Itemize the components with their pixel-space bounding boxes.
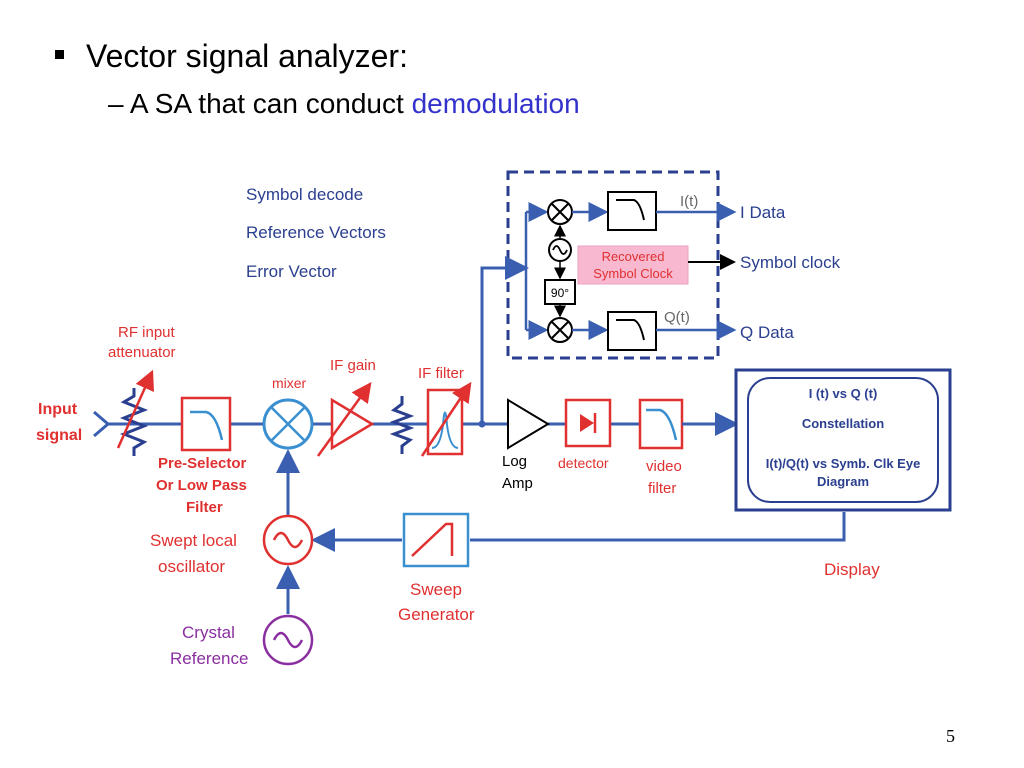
sweep-label-line1: Sweep (410, 580, 462, 599)
lowpass-curve-icon (190, 410, 224, 441)
local-osc-label-line1: Swept local (150, 531, 237, 550)
symbol-clock-label: Symbol clock (740, 253, 841, 272)
if-filter-resistor-icon (389, 396, 415, 454)
if-gain-variable-arrow-icon (316, 381, 372, 457)
attenuator-label-line2: attenuator (108, 344, 176, 361)
attenuator-resistor-icon (119, 388, 149, 456)
display-line1: I (t) vs Q (t) (809, 386, 878, 401)
bullet-level1: Vector signal analyzer: (55, 38, 408, 75)
sweep-label-line2: Generator (398, 605, 475, 624)
legend-reference-vectors: Reference Vectors (246, 223, 386, 242)
attenuator-variable-arrow-icon (116, 369, 154, 449)
display-label: Display (824, 560, 880, 579)
branch-to-demod-line (480, 256, 529, 424)
phase-shift-label: 90° (551, 286, 569, 300)
bullet-square-icon (55, 50, 64, 59)
display-line3: I(t)/Q(t) vs Symb. Clk Eye (766, 456, 921, 471)
detector-label: detector (558, 455, 609, 471)
display-line4: Diagram (817, 474, 869, 489)
legend-symbol-decode: Symbol decode (246, 185, 363, 204)
crystal-label-line2: Reference (170, 649, 248, 668)
bullet-text: Vector signal analyzer: (86, 38, 408, 74)
local-osc-label-line2: oscillator (158, 557, 225, 576)
preselector-label-line3: Filter (186, 499, 223, 516)
sweep-to-display-line (470, 512, 846, 542)
bullet-level2: – A SA that can conduct demodulation (108, 88, 580, 120)
demodulator-box (506, 170, 720, 360)
i-t-label: I(t) (680, 193, 698, 210)
i-data-label: I Data (740, 203, 786, 222)
input-label-line1: Input (38, 401, 78, 418)
i-lowpass-filter-box (607, 191, 657, 231)
display-screen (747, 377, 939, 503)
mixer-label: mixer (272, 375, 307, 391)
if-filter-variable-arrow-icon (420, 381, 472, 457)
input-arrow-icon (93, 410, 111, 438)
recovered-symbol-clock-box (577, 245, 689, 285)
bandpass-curve-icon (431, 411, 459, 449)
sub-bullet-dash: – (108, 88, 124, 119)
q-data-label: Q Data (740, 323, 794, 342)
if-gain-amplifier-icon (330, 397, 375, 451)
sub-bullet-highlight: demodulation (411, 88, 580, 119)
log-amp-icon (507, 398, 550, 450)
crystal-label-line1: Crystal (182, 623, 235, 642)
diode-icon (580, 414, 594, 432)
if-filter-label: IF filter (418, 365, 464, 382)
input-label-line2: signal (36, 427, 82, 444)
video-filter-box (638, 398, 684, 450)
preselector-box (180, 396, 232, 452)
preselector-label-line1: Pre-Selector (158, 455, 247, 472)
sawtooth-icon (411, 522, 454, 557)
preselector-label-line2: Or Low Pass (156, 477, 247, 494)
q-t-label: Q(t) (664, 309, 690, 326)
page-number: 5 (946, 726, 955, 746)
q-lowpass-filter-box (607, 311, 657, 351)
log-amp-label-line1: Log (502, 453, 527, 470)
video-filter-label-line1: video (646, 458, 682, 475)
video-filter-label-line2: filter (648, 480, 676, 497)
log-amp-label-line2: Amp (502, 475, 533, 492)
attenuator-label-line1: RF input (118, 324, 176, 341)
display-line2: Constellation (802, 416, 884, 431)
legend-error-vector: Error Vector (246, 262, 337, 281)
recovered-line1: Recovered (602, 249, 665, 264)
recovered-line2: Symbol Clock (593, 266, 673, 281)
sub-bullet-text: A SA that can conduct (129, 88, 404, 119)
if-gain-label: IF gain (330, 357, 376, 374)
video-lowpass-curve-icon (646, 408, 678, 441)
sweep-generator-box (402, 512, 470, 568)
